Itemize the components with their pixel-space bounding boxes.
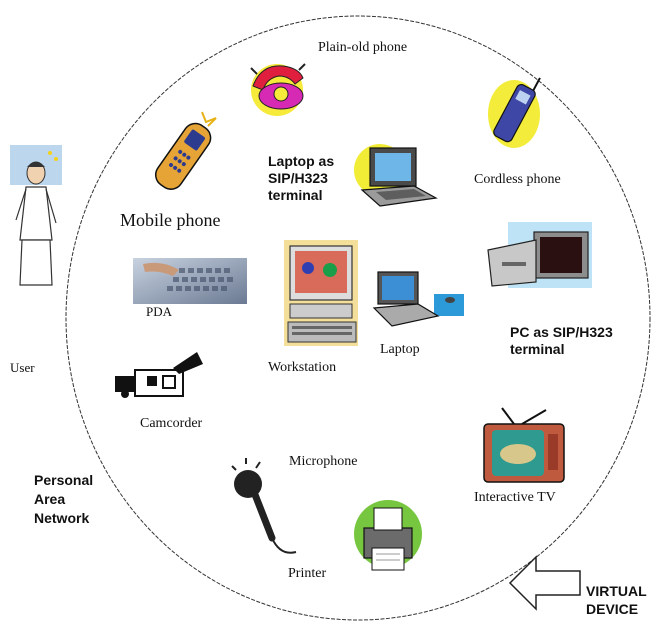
user-label: User: [10, 360, 35, 375]
workstation-icon: [282, 240, 362, 350]
printer-label: Printer: [288, 566, 327, 581]
laptop-icon: [372, 270, 470, 332]
virtual-device-line2: DEVICE: [586, 601, 639, 617]
pan-label-line1: Personal: [34, 472, 94, 488]
laptop-sip-label-line2: SIP/H323: [268, 170, 328, 186]
printer-icon: [348, 498, 428, 576]
laptop-sip-label-line3: terminal: [268, 187, 323, 203]
pda-label: PDA: [146, 304, 173, 319]
laptop-sip-terminal-icon: [350, 140, 440, 212]
pan-label-line2: Area: [34, 491, 66, 507]
pan-label-line3: Network: [34, 510, 90, 526]
plain-old-phone-icon: [243, 56, 313, 118]
laptop-label: Laptop: [380, 342, 420, 357]
mobile-phone-icon: [146, 110, 220, 196]
camcorder-icon: [113, 348, 205, 404]
virtual-device-label: VIRTUAL DEVICE: [586, 582, 647, 618]
pc-sip-label-line2: terminal: [510, 341, 565, 357]
interactive-tv-label: Interactive TV: [474, 490, 556, 505]
pc-sip-terminal-label: PC as SIP/H323 terminal: [510, 324, 613, 358]
user-person-icon: [10, 145, 62, 293]
laptop-sip-terminal-label: Laptop as SIP/H323 terminal: [268, 153, 334, 204]
pda-keyboard-icon: [133, 258, 247, 304]
pc-sip-label-line1: PC as SIP/H323: [510, 324, 613, 340]
cordless-phone-label: Cordless phone: [474, 172, 561, 187]
plain-old-phone-label: Plain-old phone: [318, 40, 408, 55]
workstation-label: Workstation: [268, 360, 337, 375]
mobile-phone-label: Mobile phone: [120, 210, 221, 230]
virtual-device-line1: VIRTUAL: [586, 583, 647, 599]
interactive-tv-icon: [480, 406, 566, 486]
microphone-label: Microphone: [289, 454, 358, 469]
camcorder-label: Camcorder: [140, 416, 203, 431]
personal-area-network-label: Personal Area Network: [34, 471, 93, 528]
laptop-sip-label-line1: Laptop as: [268, 153, 335, 169]
microphone-icon: [226, 456, 308, 566]
cordless-phone-icon: [484, 70, 548, 150]
pc-sip-terminal-icon: [484, 222, 594, 292]
virtual-device-arrow-icon: [508, 555, 581, 611]
